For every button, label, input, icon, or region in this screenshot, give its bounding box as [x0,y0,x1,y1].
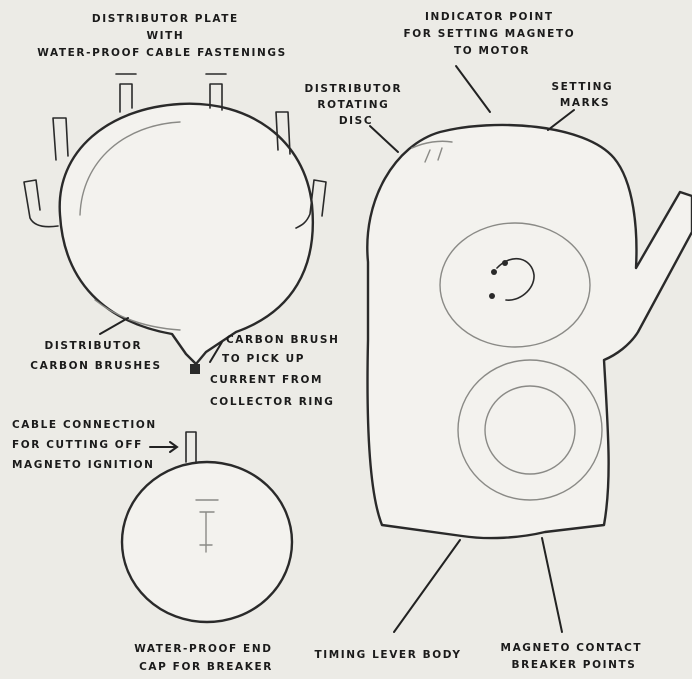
label-timing-lever-body: TIMING LEVER BODY [314,649,461,661]
label-distributor-carbon-brushes: DISTRIBUTOR CARBON BRUSHES [30,340,161,372]
label-carbon-brush: CARBON BRUSH TO PICK UP CURRENT FROM COL… [210,334,345,408]
label-indicator-point: INDICATOR POINT FOR SETTING MAGNETO TO M… [403,11,580,57]
label-distributor-rotating-disc: DISTRIBUTOR ROTATING DISC [305,83,408,127]
distributor-plate-drawing [24,74,326,374]
label-water-proof-end-cap: WATER-PROOF END CAP FOR BREAKER [134,643,278,673]
label-distributor-plate: DISTRIBUTOR PLATE WITH WATER-PROOF CABLE… [37,13,286,59]
label-cable-connection: CABLE CONNECTION FOR CUTTING OFF MAGNETO… [12,419,162,471]
label-setting-marks: SETTING MARKS [551,81,618,109]
magneto-body-drawing [367,125,692,538]
label-magneto-contact-breaker-points: MAGNETO CONTACT BREAKER POINTS [501,642,648,671]
